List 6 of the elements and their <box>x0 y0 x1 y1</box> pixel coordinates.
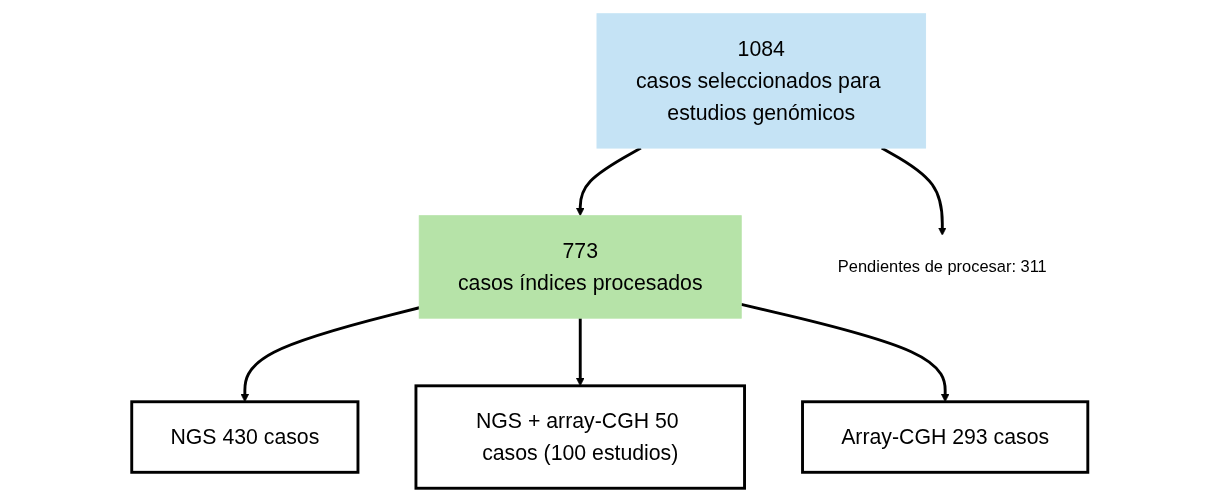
node-box: Array-CGH 293 casos <box>801 400 1090 474</box>
node-box: 1084 casos seleccionados para estudios genómicos <box>596 13 927 149</box>
node-box: NGS 430 casos <box>130 400 360 474</box>
node-text: Pendientes de procesar: 311 <box>838 257 1047 276</box>
node-box: 773 casos índices procesados <box>419 215 742 319</box>
node-box: NGS + array-CGH 50 casos (100 estudios) <box>414 384 747 490</box>
